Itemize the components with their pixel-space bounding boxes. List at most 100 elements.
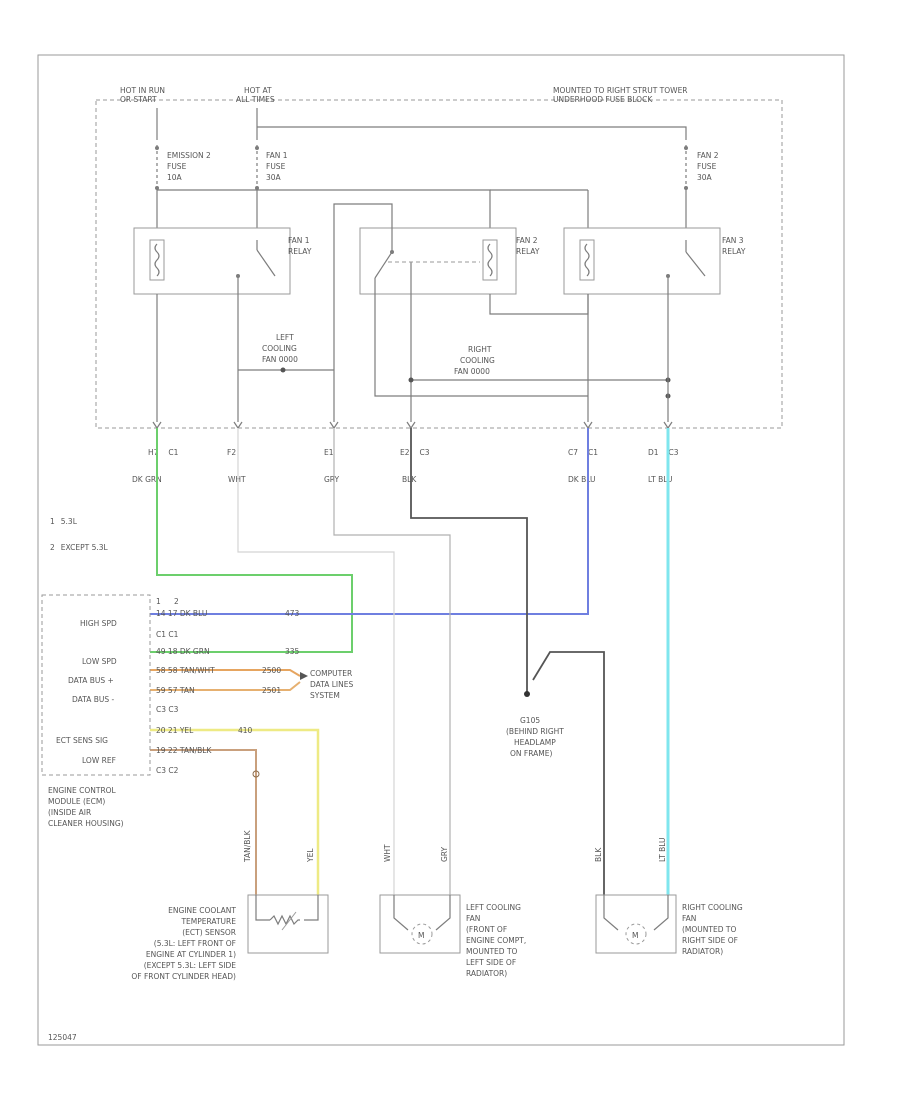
ecm-pin-name: DATA BUS - bbox=[72, 695, 114, 704]
wire-tan-data-minus bbox=[150, 681, 301, 691]
right-fan-wire-blk: BLK bbox=[594, 847, 603, 862]
coil-feed-bus bbox=[157, 189, 491, 228]
ecm-pin-number: C1 C1 bbox=[156, 630, 179, 639]
wire-tan-wht-data-plus bbox=[150, 669, 301, 677]
ecm-circuit-code: 335 bbox=[285, 647, 300, 656]
wire-yel bbox=[150, 728, 320, 895]
fan-3-relay-switch bbox=[666, 240, 706, 294]
ect-wire-yel: YEL bbox=[306, 848, 315, 863]
left-fan-wire-gry: GRY bbox=[440, 846, 449, 862]
right-fan-wire-lt-blu: LT BLU bbox=[658, 837, 667, 862]
ecm-pin-rows: HIGH SPD 14 17 DK BLU 473 C1 C1 LOW SPD … bbox=[56, 609, 300, 775]
wire-tan-blk bbox=[150, 749, 257, 895]
ecm-circuit-code: 473 bbox=[285, 609, 300, 618]
wire-wht bbox=[237, 428, 395, 895]
relay2-switch-down bbox=[374, 294, 588, 397]
left-cooling-fan-symbol bbox=[379, 894, 461, 954]
ecm-col-1: 1 bbox=[156, 597, 161, 606]
fan-2-fuse bbox=[684, 145, 688, 190]
ect-wire-tan-blk: TAN/BLK bbox=[243, 829, 252, 863]
fan-1-relay-coil bbox=[149, 239, 165, 281]
underhood-fuse-block bbox=[95, 99, 783, 429]
ecm-pin-number: 14 17 DK BLU bbox=[156, 609, 207, 618]
wire-gry bbox=[333, 428, 451, 895]
ecm-pin-number: 19 22 TAN/BLK bbox=[156, 746, 212, 755]
wire-blk-ground bbox=[410, 428, 528, 695]
ecm-pin-name: LOW REF bbox=[82, 756, 116, 765]
left-fan-wire-wht: WHT bbox=[383, 844, 392, 862]
relay3-to-relay2-link bbox=[489, 294, 589, 315]
wire-color-dk-grn: DK GRN bbox=[132, 475, 162, 484]
fan-2-relay-switch bbox=[374, 228, 412, 294]
ecm-pin-number: C3 C2 bbox=[156, 766, 179, 775]
connector-e1: E1 bbox=[324, 448, 334, 457]
ecm-pin-number: 20 21 YEL bbox=[156, 726, 194, 735]
ecm-pin-number: 58 58 TAN/WHT bbox=[156, 666, 215, 675]
fan-2-relay-coil bbox=[482, 239, 498, 281]
left-fan-splice-node bbox=[280, 367, 286, 373]
wire-color-blk: BLK bbox=[402, 475, 417, 484]
connector-terminals bbox=[152, 421, 673, 430]
right-fan-splice-node-left bbox=[408, 377, 414, 383]
diagram-id: 125047 bbox=[48, 1033, 77, 1042]
computer-data-arrow bbox=[300, 672, 308, 680]
left-fan-motor-symbol: M bbox=[418, 931, 424, 940]
wire-blk-right-fan bbox=[532, 651, 605, 895]
wire-color-gry: GRY bbox=[324, 475, 340, 484]
fan-3-relay-box bbox=[563, 227, 721, 295]
connector-f2: F2 bbox=[227, 448, 236, 457]
fan-3-relay-coil bbox=[579, 239, 595, 281]
ecm-pin-number: C3 C3 bbox=[156, 705, 179, 714]
ecm-pin-name: ECT SENS SIG bbox=[56, 736, 108, 745]
fan-1-relay-switch bbox=[236, 240, 276, 294]
ecm-col-2: 2 bbox=[174, 597, 179, 606]
right-cooling-fan-symbol bbox=[595, 894, 677, 954]
e1-to-relay2 bbox=[333, 203, 393, 422]
ecm-pin-number: 49 18 DK GRN bbox=[156, 647, 210, 656]
ecm-pin-name: LOW SPD bbox=[82, 657, 117, 666]
ground-g105-node bbox=[524, 691, 530, 697]
ect-sensor-symbol bbox=[247, 894, 329, 954]
ecm-circuit-code: 410 bbox=[238, 726, 253, 735]
ecm-circuit-code: 2500 bbox=[262, 666, 281, 675]
wire-color-lt-blu: LT BLU bbox=[648, 475, 673, 484]
ecm-pin-number: 59 57 TAN bbox=[156, 686, 195, 695]
hot-all-bus bbox=[257, 126, 687, 140]
ecm-pin-name: HIGH SPD bbox=[80, 619, 117, 628]
tan-blk-splice bbox=[252, 770, 260, 778]
fan-2-relay-box bbox=[359, 227, 517, 295]
wire-color-wht: WHT bbox=[228, 475, 246, 484]
wire-dk-blu bbox=[150, 428, 589, 615]
wire-color-dk-blu: DK BLU bbox=[568, 475, 596, 484]
emission-2-fuse bbox=[155, 145, 159, 190]
diagram-frame bbox=[37, 54, 845, 1046]
fan-1-relay-box bbox=[133, 227, 291, 295]
ecm-circuit-code: 2501 bbox=[262, 686, 281, 695]
fan-1-fuse bbox=[255, 145, 259, 190]
right-fan-motor-symbol: M bbox=[632, 931, 638, 940]
